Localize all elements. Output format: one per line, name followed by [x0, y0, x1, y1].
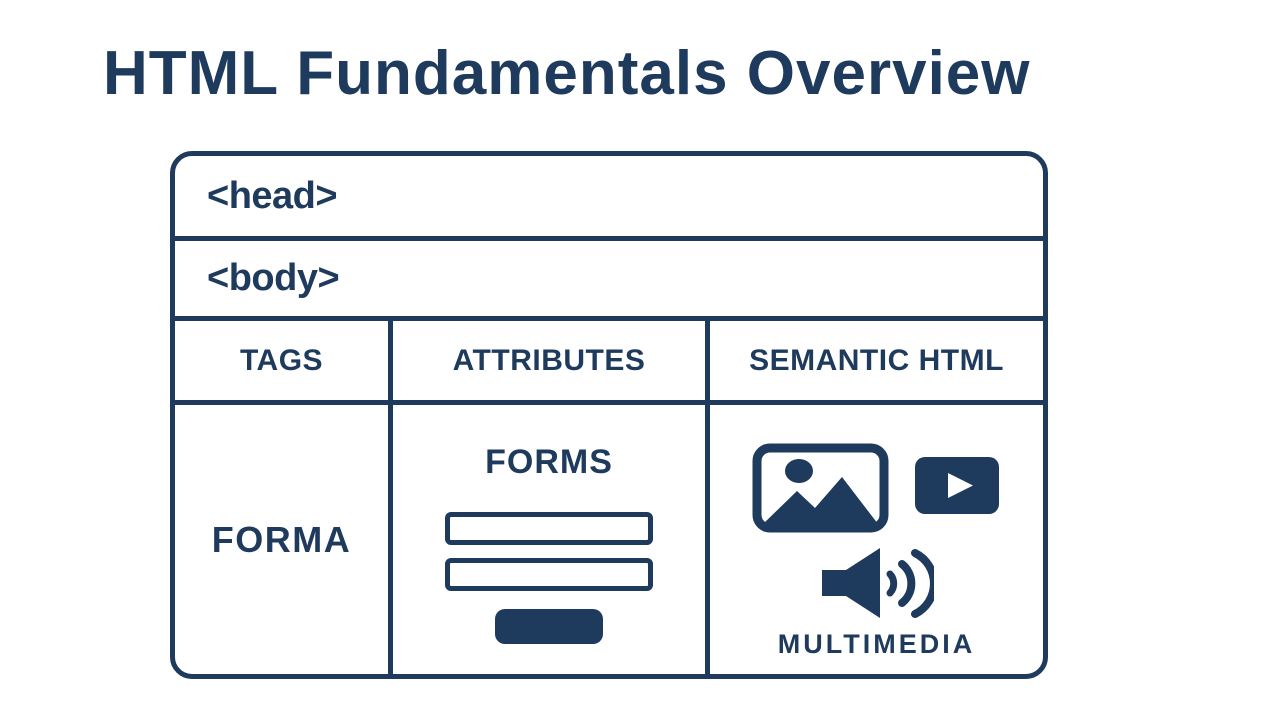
forms-heading: FORMS	[485, 443, 613, 481]
audio-speaker-icon	[820, 545, 934, 621]
head-tag-label: <head>	[207, 174, 338, 217]
html-structure-diagram: <head> <body> TAGS ATTRIBUTES SEMANTIC H…	[170, 151, 1048, 679]
content-row: FORMA FORMS	[175, 405, 1043, 674]
attributes-content-cell: FORMS	[393, 405, 710, 674]
attributes-header-cell: ATTRIBUTES	[393, 321, 710, 400]
video-icon	[915, 457, 999, 514]
tags-header-cell: TAGS	[175, 321, 393, 400]
body-row: <body>	[175, 241, 1043, 321]
semantic-content-cell: MULTIMEDIA	[710, 405, 1043, 674]
semantic-html-header-label: SEMANTIC HTML	[749, 343, 1004, 377]
multimedia-label: MULTIMEDIA	[777, 629, 976, 659]
forma-label: FORMA	[211, 518, 352, 560]
form-submit-button-placeholder	[495, 609, 603, 644]
body-tag-label: <body>	[207, 257, 340, 299]
column-header-row: TAGS ATTRIBUTES SEMANTIC HTML	[175, 321, 1043, 405]
semantic-html-header-cell: SEMANTIC HTML	[710, 321, 1043, 400]
form-text-input-placeholder	[445, 558, 653, 591]
image-icon	[752, 443, 889, 533]
tags-content-cell: FORMA	[175, 405, 393, 674]
form-text-input-placeholder	[445, 512, 653, 545]
attributes-header-label: ATTRIBUTES	[452, 343, 646, 377]
tags-header-label: TAGS	[239, 343, 324, 377]
page-title: HTML Fundamentals Overview	[103, 39, 1031, 108]
head-row: <head>	[175, 156, 1043, 241]
